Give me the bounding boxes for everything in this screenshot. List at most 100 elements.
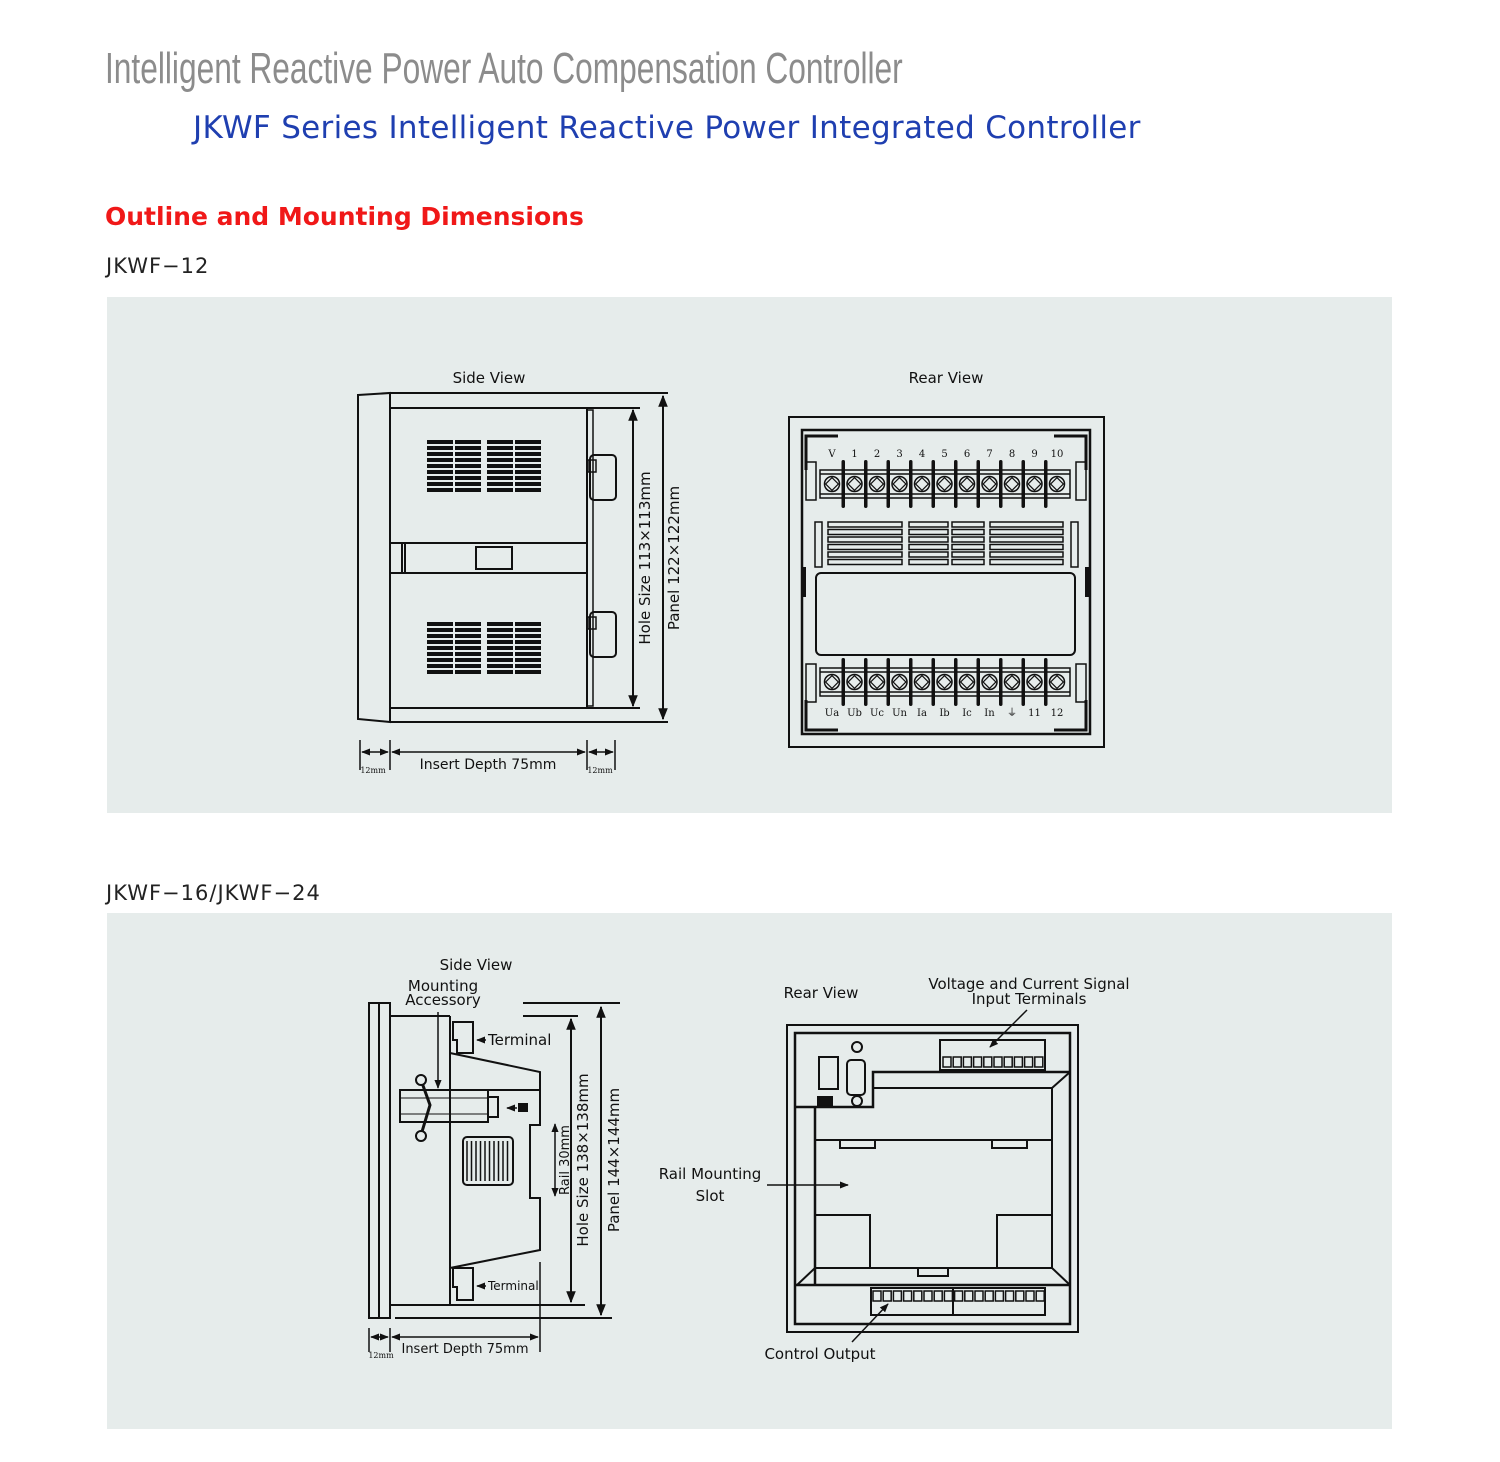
terminal-screw xyxy=(1026,673,1043,691)
vent-block xyxy=(427,440,453,492)
terminal-screw xyxy=(913,673,931,691)
terminal-label: 11 xyxy=(1028,708,1041,719)
terminal-slot xyxy=(1013,1056,1024,1068)
rear-depth-label: 12mm xyxy=(587,766,613,775)
terminal-slot xyxy=(953,1290,964,1302)
terminal-slot xyxy=(1003,1056,1013,1068)
terminal-label: Ua xyxy=(825,708,839,719)
mounting-accessory-label-1: Mounting xyxy=(408,977,478,995)
terminal-divider xyxy=(841,460,845,508)
vent-grille xyxy=(462,1136,514,1186)
terminal-slot xyxy=(923,1290,933,1302)
vent-block xyxy=(455,440,481,492)
section-heading: Outline and Mounting Dimensions xyxy=(105,202,584,231)
control-output-terminal-block xyxy=(870,1287,1046,1316)
terminal-slot xyxy=(1015,1290,1025,1302)
terminal-label: 3 xyxy=(896,449,902,460)
terminal-divider xyxy=(864,460,868,508)
page-title: Intelligent Reactive Power Auto Compensa… xyxy=(105,44,903,93)
terminal-slot xyxy=(943,1290,954,1302)
front-depth-label: 12mm xyxy=(360,766,386,775)
vent-block xyxy=(908,521,949,566)
terminal-label: 1 xyxy=(851,449,857,460)
terminal-screw xyxy=(1003,475,1021,493)
terminal-label: Ia xyxy=(917,708,927,719)
display-window xyxy=(815,572,1076,656)
mounting-accessory-label-2: Accessory xyxy=(405,991,481,1009)
signal-terminals-label-1: Voltage and Current Signal xyxy=(928,975,1129,993)
terminal-divider xyxy=(976,658,980,706)
vent-block xyxy=(989,521,1064,566)
terminal-slot xyxy=(952,1056,962,1068)
terminal-label: Ib xyxy=(939,708,949,719)
terminal-bottom-label: Terminal xyxy=(487,1279,539,1293)
side-view-a: Side View Hole Size 113×113mm Panel 122×… xyxy=(357,369,683,775)
front-depth-label: 12mm xyxy=(368,1351,394,1360)
terminal-divider xyxy=(999,460,1003,508)
mounting-clamp xyxy=(399,1074,528,1142)
terminal-screw xyxy=(868,673,886,691)
vent-block xyxy=(827,521,903,566)
mounting-tab xyxy=(589,611,617,658)
terminal-slot xyxy=(994,1290,1005,1302)
model-label-jkwf-16-24: JKWF−16/JKWF−24 xyxy=(106,881,321,905)
jkwf-16-24-drawing-panel: Side View Mounting Accessory Rail 30mm H… xyxy=(107,913,1392,1429)
panel-size-label: Panel 122×122mm xyxy=(665,486,683,630)
insert-depth-label: Insert Depth 75mm xyxy=(401,1342,528,1357)
hole-size-label: Hole Size 113×113mm xyxy=(636,471,654,644)
front-bezel xyxy=(357,391,391,724)
rear-vents xyxy=(827,521,1064,566)
terminal-screw xyxy=(981,475,998,493)
terminal-slot xyxy=(892,1290,903,1302)
terminal-screw xyxy=(823,673,841,691)
terminal-label: 12 xyxy=(1051,708,1064,719)
terminal-bottom xyxy=(452,1267,474,1301)
rail-slot-label-1: Rail Mounting xyxy=(659,1165,762,1183)
terminal-screw xyxy=(823,475,841,493)
vent-block xyxy=(455,622,481,674)
signal-input-terminal-block xyxy=(939,1039,1046,1071)
terminal-label: ⏚ xyxy=(1007,707,1017,719)
terminal-divider xyxy=(931,460,935,508)
terminal-divider xyxy=(909,658,913,706)
db9-connector xyxy=(846,1059,866,1096)
rear-view-label: Rear View xyxy=(909,369,984,387)
terminal-slot xyxy=(1034,1056,1044,1068)
terminal-screw xyxy=(1048,673,1066,691)
terminal-slot xyxy=(913,1290,923,1302)
terminal-screw xyxy=(891,673,908,691)
vent-block xyxy=(427,622,453,674)
terminal-slot xyxy=(983,1056,993,1068)
terminal-slot xyxy=(993,1056,1003,1068)
terminal-label: V xyxy=(827,449,836,460)
terminal-slot xyxy=(942,1056,952,1068)
terminal-screw xyxy=(936,475,953,493)
terminal-screw xyxy=(868,475,886,493)
side-view-label: Side View xyxy=(453,369,526,387)
vent-block xyxy=(487,622,513,674)
terminal-label: 5 xyxy=(941,449,947,460)
page-subtitle: JKWF Series Intelligent Reactive Power I… xyxy=(193,110,1141,146)
terminal-label: Uc xyxy=(870,708,884,719)
terminal-divider xyxy=(909,460,913,508)
rail-slot-label-2: Slot xyxy=(696,1187,725,1205)
mounting-tab xyxy=(589,454,617,501)
jkwf-12-drawing: Side View Hole Size 113×113mm Panel 122×… xyxy=(357,369,1105,775)
terminal-label: Ic xyxy=(962,708,972,719)
terminal-divider xyxy=(1021,658,1025,706)
side-view-b: Side View Mounting Accessory Rail 30mm H… xyxy=(368,956,623,1360)
vent-block xyxy=(487,440,513,492)
terminal-label: 7 xyxy=(986,449,992,460)
terminal-slot xyxy=(984,1290,994,1302)
terminal-slot xyxy=(902,1290,913,1302)
vent-block xyxy=(951,521,985,566)
terminal-slot xyxy=(972,1056,983,1068)
terminal-divider xyxy=(999,658,1003,706)
terminal-slot xyxy=(1035,1290,1045,1302)
terminal-divider xyxy=(1021,460,1025,508)
terminal-divider xyxy=(954,658,958,706)
rear-view-b: Rear View Voltage and Current Signal Inp… xyxy=(659,975,1130,1363)
terminal-slot xyxy=(933,1290,943,1302)
